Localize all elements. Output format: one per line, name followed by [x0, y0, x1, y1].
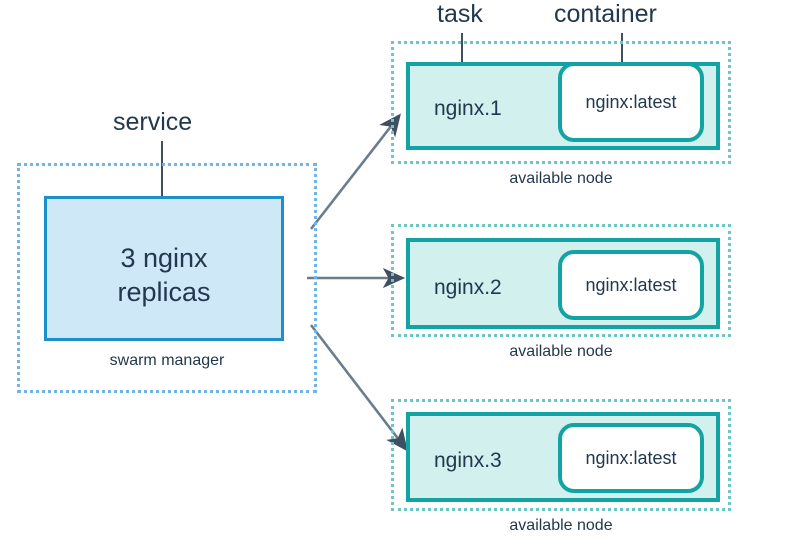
container-label-3: nginx:latest	[585, 448, 677, 468]
task-label-1: nginx.1	[434, 97, 502, 120]
available-node-zone-1: nginx.1 nginx:latest	[391, 41, 731, 164]
callout-leader-service	[161, 141, 163, 233]
container-label-2: nginx:latest	[585, 275, 677, 295]
container-label-1: nginx:latest	[585, 92, 677, 112]
available-node-zone-2: nginx.2 nginx:latest	[391, 224, 731, 337]
callout-label-service: service	[113, 108, 193, 136]
task-label-3: nginx.3	[434, 449, 502, 472]
swarm-manager-zone: 3 nginx replicas swarm manager	[17, 163, 317, 393]
container-box-3[interactable]: nginx:latest	[558, 423, 704, 493]
swarm-manager-caption: swarm manager	[109, 352, 225, 369]
arrow-service-to-node-1	[309, 113, 401, 230]
task-box-1[interactable]: nginx.1 nginx:latest	[406, 62, 720, 150]
callout-label-task: task	[437, 0, 483, 28]
available-node-caption-1: available node	[509, 170, 613, 187]
container-box-1[interactable]: nginx:latest	[558, 62, 704, 142]
task-label-2: nginx.2	[434, 276, 502, 299]
task-box-2[interactable]: nginx.2 nginx:latest	[406, 238, 720, 329]
container-box-2[interactable]: nginx:latest	[558, 250, 704, 320]
service-box[interactable]: 3 nginx replicas	[44, 196, 284, 341]
task-box-3[interactable]: nginx.3 nginx:latest	[406, 412, 720, 502]
available-node-zone-3: nginx.3 nginx:latest	[391, 399, 731, 511]
service-label-line2: replicas	[117, 277, 211, 307]
callout-label-container: container	[554, 0, 657, 28]
available-node-caption-2: available node	[509, 343, 613, 360]
available-node-caption-3: available node	[509, 517, 613, 534]
service-label-line1: 3 nginx	[120, 243, 208, 273]
